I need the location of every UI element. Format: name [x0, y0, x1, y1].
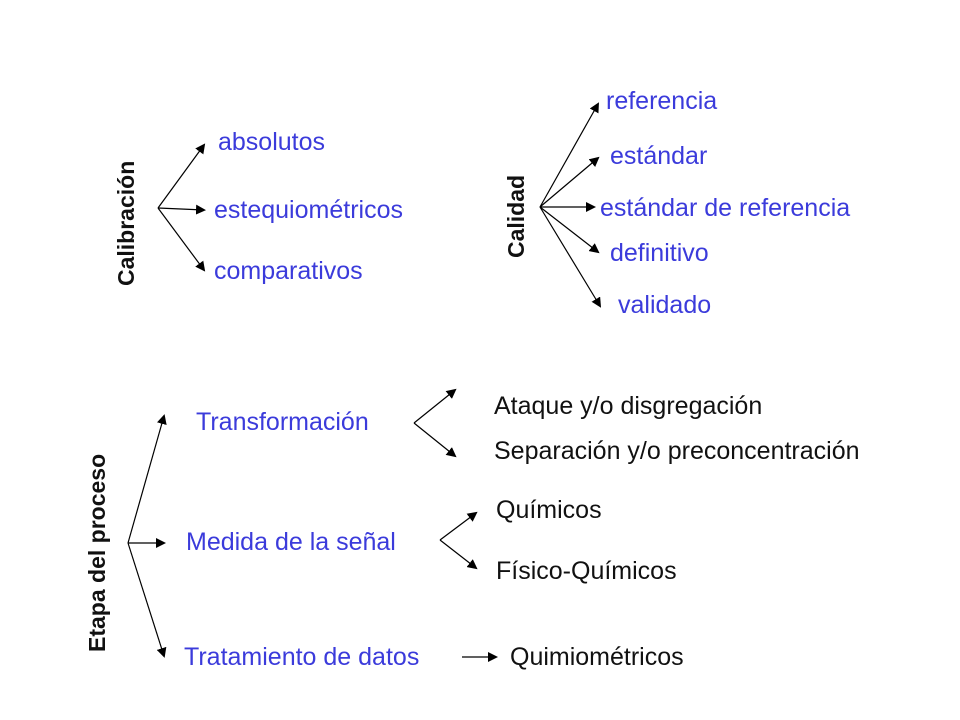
arrow-medida-quimicos	[439, 511, 478, 541]
calibracion-title: Calibración	[113, 160, 139, 286]
arrow-calibracion-comparativos	[157, 207, 206, 272]
arrow-calibracion-estequiometricos	[157, 204, 206, 215]
arrow-calidad-referencia	[539, 102, 599, 208]
sub-fisico-quimicos: Físico-Químicos	[496, 557, 677, 585]
sub-separacion-preconcentracion: Separación y/o preconcentración	[494, 437, 860, 465]
arrow-transformacion-separacion	[413, 422, 457, 458]
stage-transformacion: Transformación	[196, 408, 369, 436]
stage-tratamiento-datos: Tratamiento de datos	[184, 643, 420, 671]
stage-medida-senal: Medida de la señal	[186, 528, 396, 556]
etapa-title: Etapa del proceso	[84, 453, 110, 652]
calidad-item-referencia: referencia	[606, 87, 718, 115]
sub-ataque-disgregacion: Ataque y/o disgregación	[494, 392, 763, 420]
sub-quimicos: Químicos	[496, 496, 602, 524]
arrow-calidad-estandar	[539, 156, 600, 208]
arrow-calibracion-absolutos	[157, 143, 206, 209]
calidad-title: Calidad	[503, 174, 529, 258]
calidad-item-definitivo: definitivo	[610, 239, 709, 267]
calibracion-item-estequiometricos: estequiométricos	[214, 196, 403, 224]
arrow-etapa-tratamiento	[127, 542, 167, 658]
calibracion-item-absolutos: absolutos	[218, 128, 326, 156]
arrow-etapa-transformacion	[127, 414, 167, 544]
calidad-item-estandar-de-referencia: estándar de referencia	[600, 194, 851, 222]
calidad-item-estandar: estándar	[610, 142, 708, 170]
arrow-calidad-definitivo	[539, 206, 600, 254]
calidad-item-validado: validado	[618, 291, 712, 319]
arrow-transformacion-ataque	[413, 388, 457, 424]
arrow-calidad-validado	[539, 206, 602, 308]
sub-quimiometricos: Quimiométricos	[510, 643, 684, 671]
arrow-medida-fisico-quimicos	[439, 539, 478, 570]
calibracion-item-comparativos: comparativos	[214, 257, 363, 285]
